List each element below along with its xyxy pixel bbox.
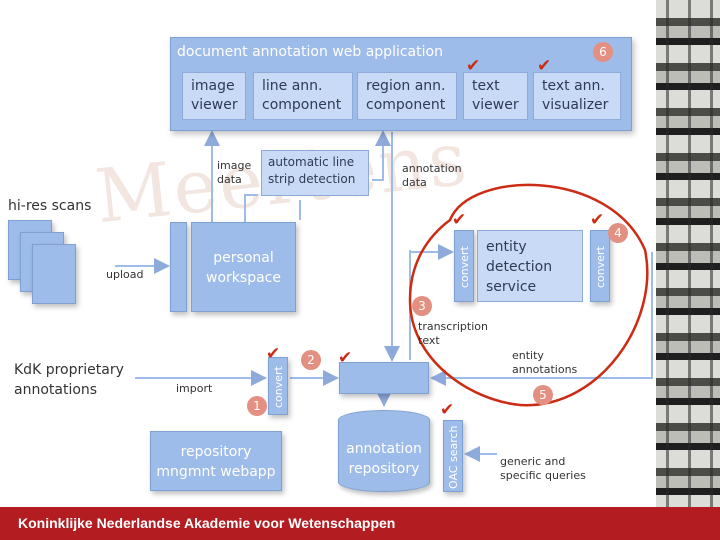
component-text-ann-visualizer: text ann. visualizer bbox=[533, 72, 621, 120]
convert-label: convert bbox=[458, 246, 471, 288]
arrow-entity-annotations bbox=[430, 252, 653, 386]
label-upload: upload bbox=[106, 268, 144, 281]
convert-box-right: convert bbox=[590, 230, 610, 302]
badge-1: 1 bbox=[247, 396, 267, 416]
component-line-ann: line ann. component bbox=[253, 72, 353, 120]
label-kdk-annotations: KdK proprietary annotations bbox=[14, 362, 124, 398]
label-hires-scans: hi-res scans bbox=[8, 198, 92, 214]
badge-2: 2 bbox=[301, 350, 321, 370]
scan-page-3 bbox=[32, 244, 76, 304]
building-photo bbox=[656, 0, 720, 540]
convert-box-left: convert bbox=[454, 230, 474, 302]
app-title: document annotation web application bbox=[177, 44, 443, 60]
badge-5: 5 bbox=[533, 385, 553, 405]
oac-search-box: OAC search bbox=[443, 420, 463, 492]
personal-workspace-box: personal workspace bbox=[191, 222, 296, 312]
convert-label: convert bbox=[594, 246, 607, 288]
auto-line-strip-box: automatic line strip detection bbox=[261, 150, 369, 196]
label-generic-queries: generic and specific queries bbox=[500, 455, 586, 482]
check-icon: ✔ bbox=[452, 210, 467, 230]
check-icon: ✔ bbox=[266, 344, 281, 364]
repository-webapp-box: repository mngmnt webapp bbox=[150, 431, 282, 491]
convert-box-import: convert bbox=[268, 357, 288, 415]
entity-detection-box: entity detection service bbox=[477, 230, 583, 302]
label-annotation-data: annotation data bbox=[402, 162, 462, 189]
badge-4: 4 bbox=[608, 223, 628, 243]
badge-3: 3 bbox=[412, 296, 432, 316]
line-workspace-to-linestrip bbox=[244, 194, 258, 222]
label-import: import bbox=[176, 382, 213, 395]
red-circle-highlight bbox=[408, 183, 649, 407]
component-image-viewer: image viewer bbox=[182, 72, 246, 120]
footer-bar: Koninklijke Nederlandse Akademie voor We… bbox=[0, 507, 720, 540]
check-icon: ✔ bbox=[440, 400, 455, 420]
component-region-ann: region ann. component bbox=[357, 72, 457, 120]
label-transcription-text: transcription text bbox=[418, 320, 488, 347]
check-icon: ✔ bbox=[537, 56, 552, 76]
central-hub-box bbox=[339, 362, 429, 394]
label-image-data: image data bbox=[217, 159, 252, 186]
convert-label: convert bbox=[272, 366, 285, 408]
footer-text: Koninklijke Nederlandse Akademie voor We… bbox=[18, 515, 396, 531]
check-icon: ✔ bbox=[466, 56, 481, 76]
oac-search-label: OAC search bbox=[447, 425, 460, 489]
component-text-viewer: text viewer bbox=[463, 72, 528, 120]
arrow-linestrip-to-app bbox=[372, 130, 391, 181]
workspace-sidebar bbox=[170, 222, 187, 312]
annotation-repository-cylinder: annotation repository bbox=[338, 410, 430, 492]
check-icon: ✔ bbox=[590, 210, 605, 230]
label-entity-annotations: entity annotations bbox=[512, 349, 578, 376]
badge-6: 6 bbox=[593, 42, 613, 62]
